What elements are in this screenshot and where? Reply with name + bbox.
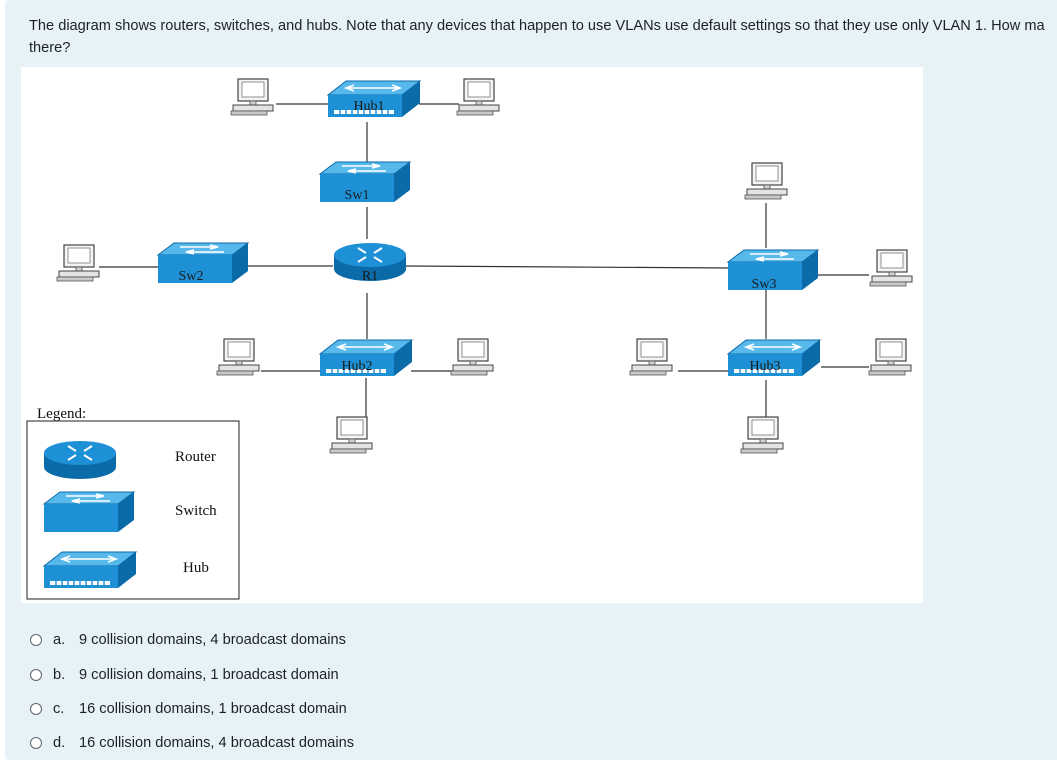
r1-label: R1 xyxy=(362,269,378,284)
legend-switch-icon xyxy=(43,491,135,533)
hub1-label: Hub1 xyxy=(353,99,384,114)
pc-icon-hub3-left xyxy=(629,338,673,376)
pc-icon-hub3-bottom xyxy=(740,416,784,454)
pc-icon-hub1-right xyxy=(456,78,500,116)
sw3-label: Sw3 xyxy=(752,277,777,292)
question-text: The diagram shows routers, switches, and… xyxy=(29,15,1057,59)
option-text-c[interactable]: 16 collision domains, 1 broadcast domain xyxy=(79,701,347,717)
legend-hub-icon xyxy=(43,551,137,589)
radio-button-b[interactable] xyxy=(30,669,42,681)
network-links xyxy=(99,103,869,417)
legend-router-label: Router xyxy=(175,449,216,465)
legend-router-icon xyxy=(43,440,117,480)
pc-icon-hub2-bottom xyxy=(329,416,373,454)
pc-icon-sw3-top xyxy=(744,162,788,200)
radio-button-a[interactable] xyxy=(30,634,42,646)
pc-icon-hub3-right xyxy=(868,338,912,376)
pc-icon-sw3-right xyxy=(869,249,913,287)
pc-icon-hub2-right xyxy=(450,338,494,376)
sw1-label: Sw1 xyxy=(345,188,370,203)
answer-option-b[interactable]: b. 9 collision domains, 1 broadcast doma… xyxy=(30,667,339,683)
option-letter-a: a. xyxy=(53,632,66,648)
answer-option-a[interactable]: a. 9 collision domains, 4 broadcast doma… xyxy=(30,632,346,648)
option-text-d[interactable]: 16 collision domains, 4 broadcast domain… xyxy=(79,735,355,751)
pc-icon-hub2-left xyxy=(216,338,260,376)
legend-switch-label: Switch xyxy=(175,503,217,519)
legend-hub-label: Hub xyxy=(183,560,209,576)
pc-icon-sw2 xyxy=(56,244,100,282)
hub2-label: Hub2 xyxy=(341,359,372,374)
question-text-line2: there? xyxy=(29,40,71,56)
radio-button-c[interactable] xyxy=(30,703,42,715)
answer-option-c[interactable]: c. 16 collision domains, 1 broadcast dom… xyxy=(30,701,347,717)
radio-button-d[interactable] xyxy=(30,737,42,749)
hub3-label: Hub3 xyxy=(749,359,780,374)
answer-option-d[interactable]: d. 16 collision domains, 4 broadcast dom… xyxy=(30,735,354,751)
option-letter-d: d. xyxy=(53,735,66,751)
question-text-line1: The diagram shows routers, switches, and… xyxy=(29,18,1045,34)
legend-box xyxy=(26,420,240,600)
option-letter-c: c. xyxy=(53,701,65,717)
option-text-b[interactable]: 9 collision domains, 1 broadcast domain xyxy=(79,667,339,683)
network-diagram-svg: Hub1 Sw1 Sw2 R1 Sw3 Hub2 Hub3 Legend: Ro… xyxy=(26,78,913,600)
pc-icon-hub1-left xyxy=(230,78,274,116)
option-letter-b: b. xyxy=(53,667,66,683)
network-diagram: Hub1 Sw1 Sw2 R1 Sw3 Hub2 Hub3 Legend: Ro… xyxy=(21,67,923,603)
legend-title: Legend: xyxy=(37,406,86,422)
option-text-a[interactable]: 9 collision domains, 4 broadcast domains xyxy=(79,632,346,648)
sw2-label: Sw2 xyxy=(179,269,204,284)
